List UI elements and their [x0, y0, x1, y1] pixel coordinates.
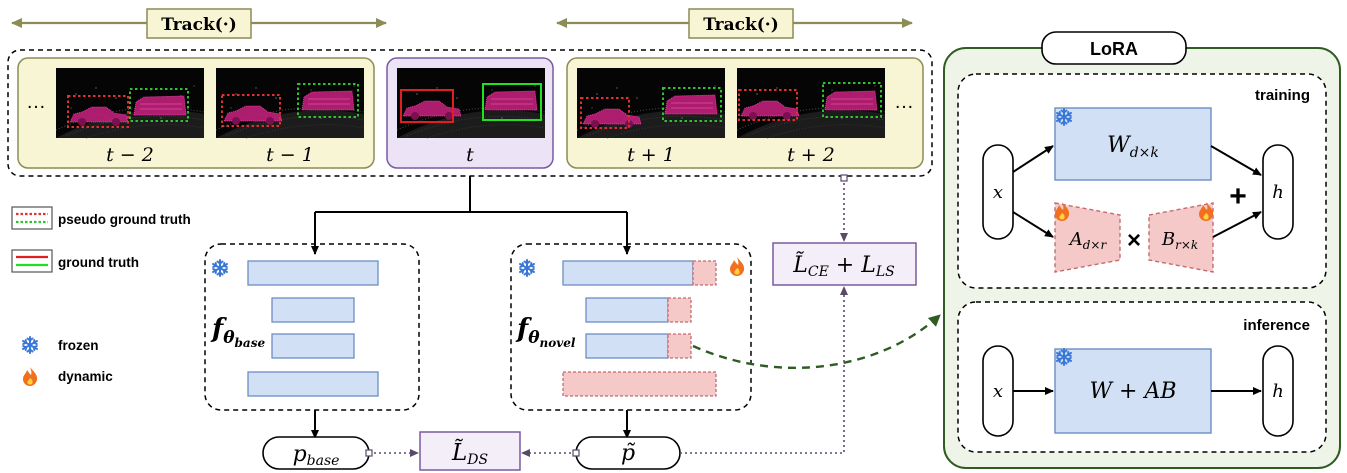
- snowflake-icon: [22, 336, 38, 354]
- base-layer-4: [247, 371, 379, 397]
- legend-pseudo-gt-label: pseudo ground truth: [58, 212, 191, 227]
- lidar-frame-t-minus-1: [215, 67, 365, 139]
- base-layer-2: [271, 297, 355, 323]
- frame-label-t-minus-1: t − 1: [266, 144, 314, 166]
- track-right: Track(·): [556, 8, 913, 39]
- loss-ce-ls-label: L̃CE + LLS: [792, 252, 894, 280]
- base-model-outline: [204, 243, 420, 411]
- p-base-label: pbase: [293, 442, 340, 469]
- lidar-frame-t-minus-2: [55, 67, 205, 139]
- novel-layer-1: [562, 260, 694, 286]
- p-tilde-label: p̃: [621, 441, 636, 466]
- base-model-snowflake-icon: [212, 259, 228, 277]
- lora-title: LoRA: [1090, 39, 1138, 59]
- legend: pseudo ground truth ground truth frozen …: [11, 206, 191, 386]
- lora-title-box: [1041, 31, 1187, 65]
- loss-connectors: [365, 174, 848, 457]
- legend-gt-swatch: [11, 249, 53, 273]
- novel-adapter-1: [692, 260, 717, 286]
- base-model-label: fθbase: [210, 314, 265, 350]
- legend-gt-label: ground truth: [58, 255, 139, 270]
- inference-title: inference: [1243, 317, 1310, 334]
- weight-W-block: [1054, 107, 1212, 181]
- lidar-frame-t-plus-2: [736, 67, 886, 139]
- loss-ce-ls-box: [772, 242, 917, 286]
- legend-frozen-label: frozen: [58, 338, 99, 353]
- loss-ds-box: [419, 431, 521, 471]
- track-label-left: Track(·): [161, 15, 237, 35]
- lidar-frame-t-plus-1: [576, 67, 726, 139]
- legend-dynamic-label: dynamic: [58, 369, 113, 384]
- novel-model-snowflake-icon: [519, 259, 535, 277]
- lora-B-matrix: [1148, 202, 1214, 273]
- lidar-frame-t: [396, 67, 546, 139]
- novel-layer-2: [585, 297, 669, 323]
- novel-model-label: fθnovel: [515, 314, 576, 350]
- novel-adapter-3: [667, 333, 692, 359]
- lora-panel: LoRA training x h Wd×k Ad×r × Br×k + inf…: [943, 31, 1341, 469]
- inference-x-label: x: [993, 381, 1003, 402]
- ellipsis-right: …: [894, 91, 914, 113]
- base-model: fθbase: [204, 243, 420, 411]
- training-x-node: [982, 144, 1014, 240]
- legend-pseudo-gt-swatch: [11, 206, 53, 230]
- track-label-right: Track(·): [703, 15, 779, 35]
- track-label-box-left: [146, 8, 252, 39]
- inference-W-block: [1054, 348, 1212, 434]
- novel-model-outline: [510, 243, 752, 411]
- track-label-box-right: [688, 8, 794, 39]
- base-layer-1: [247, 260, 379, 286]
- frame-label-t-minus-2: t − 2: [106, 144, 154, 166]
- novel-adapter-2: [667, 297, 692, 323]
- training-h-label: h: [1272, 182, 1284, 203]
- frame-label-t-plus-1: t + 1: [627, 144, 675, 166]
- lora-A-label: Ad×r: [1068, 229, 1108, 252]
- novel-layer-3: [585, 333, 669, 359]
- weight-W-label: Wd×k: [1107, 133, 1159, 161]
- inference-h-node: [1262, 345, 1294, 437]
- track-left: Track(·): [11, 8, 387, 39]
- ellipsis-left: …: [26, 91, 46, 113]
- adapter-to-lora-arrow: [692, 314, 941, 369]
- inference-h-label: h: [1272, 381, 1284, 402]
- training-h-node: [1262, 144, 1294, 240]
- loss-ds-label: L̃DS: [451, 440, 488, 468]
- training-x-label: x: [993, 182, 1003, 203]
- plus-sign: +: [1229, 180, 1247, 213]
- multiply-sign: ×: [1127, 227, 1141, 254]
- lora-B-label: Br×k: [1161, 229, 1198, 252]
- frame-label-t: t: [466, 144, 474, 166]
- flame-icon: [23, 367, 38, 386]
- training-title: training: [1255, 87, 1310, 104]
- novel-model: fθnovel: [510, 243, 752, 411]
- novel-model-flame-icon: [730, 257, 745, 276]
- frame-label-t-plus-2: t + 2: [787, 144, 835, 166]
- novel-head: [562, 371, 717, 397]
- inference-W-label: W + AB: [1089, 379, 1176, 404]
- strip-connectors: [311, 176, 631, 255]
- base-layer-3: [271, 333, 355, 359]
- lora-A-matrix: [1054, 202, 1121, 273]
